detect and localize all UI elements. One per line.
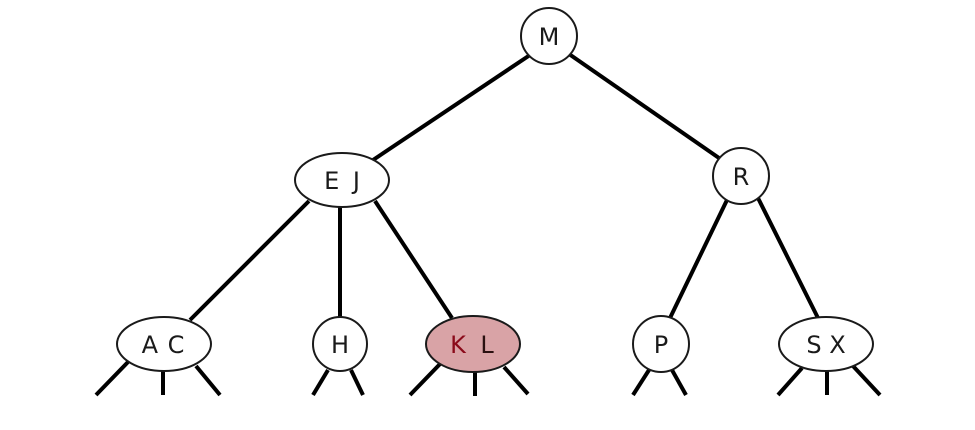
null-link-sx-right [851, 364, 882, 397]
null-link-sx-left [776, 366, 804, 397]
node-m-shape [520, 7, 578, 65]
node-ac-shape [116, 316, 212, 372]
null-link-ac-right [194, 364, 222, 397]
node-r-shape [712, 147, 770, 205]
edge-ej-kl [373, 199, 454, 320]
null-link-ac-left [94, 360, 130, 397]
null-link-h-left [311, 368, 330, 397]
node-kl-key-k: K [450, 331, 467, 359]
node-m: M [520, 7, 578, 65]
null-link-h-right [349, 369, 365, 396]
edge-ej-ac [188, 199, 311, 322]
edge-m-ej [371, 53, 532, 162]
node-ej: E J [294, 152, 390, 208]
node-sx-label: S X [806, 331, 845, 359]
node-p-label: P [654, 331, 668, 359]
node-ej-label: E J [324, 167, 360, 195]
node-h-shape [312, 316, 368, 372]
node-r-label: R [733, 163, 750, 191]
node-h: H [312, 316, 368, 372]
node-ac-label: A C [142, 331, 185, 359]
null-link-p-right [670, 369, 688, 396]
node-ej-shape [294, 152, 390, 208]
edge-m-r [567, 52, 721, 160]
node-m-label: M [539, 23, 560, 51]
edge-r-sx [756, 197, 820, 319]
node-sx-shape [778, 316, 874, 372]
node-h-label: H [331, 331, 349, 359]
node-kl-highlighted: K L [425, 315, 521, 373]
null-link-p-left [631, 368, 651, 397]
node-r: R [712, 147, 770, 205]
tree-edges [188, 52, 820, 322]
node-kl-shape [425, 315, 521, 373]
node-kl-key-l: L [480, 331, 494, 359]
node-sx: S X [778, 316, 874, 372]
node-p-shape [632, 315, 690, 373]
edge-r-p [668, 199, 729, 319]
null-links [94, 360, 882, 397]
null-link-kl-right [502, 365, 530, 396]
node-ac: A C [116, 316, 212, 372]
null-link-kl-left [408, 362, 442, 397]
node-p: P [632, 315, 690, 373]
